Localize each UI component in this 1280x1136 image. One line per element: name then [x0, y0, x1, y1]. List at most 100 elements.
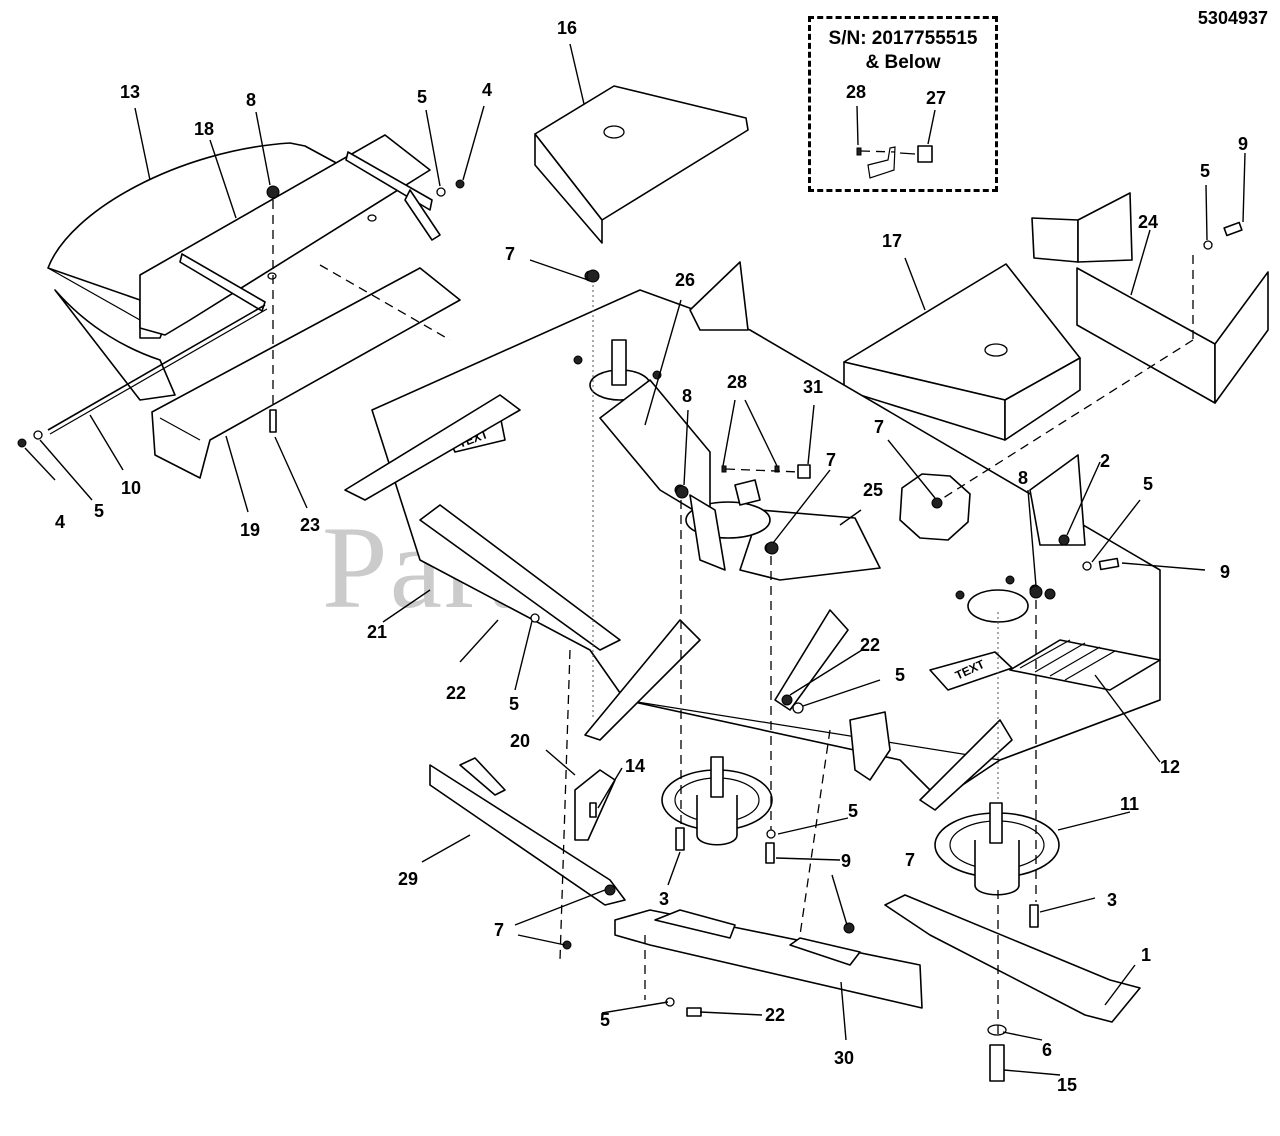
- callout-3-right[interactable]: 3: [1107, 890, 1117, 910]
- callout-5-bottom[interactable]: 5: [600, 1010, 610, 1030]
- callout-7[interactable]: 7: [505, 244, 515, 264]
- callout-26[interactable]: 26: [675, 270, 695, 290]
- callout-8-right[interactable]: 8: [1018, 468, 1028, 488]
- flange-nut-7: [604, 884, 616, 896]
- callout-16[interactable]: 16: [557, 18, 577, 38]
- inset-callout-27[interactable]: 27: [926, 88, 946, 108]
- callout-17[interactable]: 17: [882, 231, 902, 251]
- callout-12[interactable]: 12: [1160, 757, 1180, 777]
- lock-nut-8: [1029, 585, 1043, 599]
- callout-10[interactable]: 10: [121, 478, 141, 498]
- callout-9-top-right[interactable]: 9: [1238, 134, 1248, 154]
- washer-5: [766, 829, 776, 839]
- leader-5-left: [39, 439, 93, 501]
- deflector-body: [151, 267, 461, 479]
- callout-7-lower-right[interactable]: 7: [905, 850, 915, 870]
- leader-29: [421, 834, 471, 863]
- callout-15[interactable]: 15: [1057, 1075, 1077, 1095]
- callout-13[interactable]: 13: [120, 82, 140, 102]
- callout-5-top-right[interactable]: 5: [1200, 161, 1210, 181]
- plate-part-25: [739, 509, 881, 581]
- leader-9-right: [1121, 562, 1206, 571]
- callout-22-left[interactable]: 22: [446, 683, 466, 703]
- baffle30-tab: [654, 909, 736, 939]
- flange-nut-7: [765, 541, 779, 555]
- front-right-arm: [919, 719, 1013, 811]
- callout-9-right[interactable]: 9: [1220, 562, 1230, 582]
- callout-1[interactable]: 1: [1141, 945, 1151, 965]
- leader-7-center: [772, 469, 831, 544]
- callout-11[interactable]: 11: [1120, 794, 1139, 814]
- callout-4[interactable]: 4: [482, 80, 492, 100]
- blade-washer-6: [987, 1024, 1007, 1036]
- leader-28b: [744, 399, 778, 467]
- belt-cover-center-part-17: [843, 263, 1081, 441]
- callout-31[interactable]: 31: [803, 377, 823, 397]
- leader-2: [1066, 461, 1101, 536]
- serial-number-inset: S/N: 2017755515 & Below: [808, 16, 998, 192]
- callout-22-bottom[interactable]: 22: [765, 1005, 785, 1025]
- nut: [573, 355, 583, 365]
- callout-30[interactable]: 30: [834, 1048, 854, 1068]
- callout-2[interactable]: 2: [1100, 451, 1110, 471]
- spindle-shaft: [710, 756, 724, 798]
- cover24-front: [1076, 267, 1216, 404]
- bracket-hole: [267, 272, 277, 280]
- callout-3-center[interactable]: 3: [659, 889, 669, 909]
- spindle-assembly-center: [661, 756, 773, 846]
- bracket-hole: [367, 214, 377, 222]
- callout-22-center[interactable]: 22: [860, 635, 880, 655]
- callout-9-lower[interactable]: 9: [841, 851, 851, 871]
- rod-part-10: [47, 304, 266, 431]
- callout-23[interactable]: 23: [300, 515, 320, 535]
- callout-19[interactable]: 19: [240, 520, 260, 540]
- document-number: 5304937: [1197, 8, 1268, 28]
- assembly-line: [559, 649, 571, 961]
- callout-8[interactable]: 8: [246, 90, 256, 110]
- baffle29-tab: [459, 757, 506, 796]
- shoulder-bolt-22: [781, 694, 793, 706]
- leader-28a: [722, 399, 736, 467]
- leader-12: [1094, 674, 1161, 763]
- leader-inset-28: [856, 105, 859, 146]
- leader-8: [255, 111, 271, 186]
- deck-skirt-line: [624, 699, 1161, 761]
- callout-6[interactable]: 6: [1042, 1040, 1052, 1060]
- callout-5-right[interactable]: 5: [1143, 474, 1153, 494]
- leader-7: [529, 259, 589, 281]
- leader-25: [839, 509, 862, 526]
- callout-18[interactable]: 18: [194, 119, 214, 139]
- inset-callout-28[interactable]: 28: [846, 82, 866, 102]
- callout-5-center[interactable]: 5: [895, 665, 905, 685]
- callout-7-lower-left[interactable]: 7: [494, 920, 504, 940]
- leader-lines: [24, 43, 1246, 1076]
- callout-5-lower[interactable]: 5: [848, 801, 858, 821]
- spindle-assembly-part-11: [934, 802, 1060, 896]
- belt-cover-right-part-24: [1031, 192, 1269, 404]
- inner-clip-assembly: [721, 464, 811, 506]
- callout-24[interactable]: 24: [1138, 212, 1158, 232]
- callout-25[interactable]: 25: [863, 480, 883, 500]
- callout-20[interactable]: 20: [510, 731, 530, 751]
- assembly-lines: [272, 200, 1194, 1040]
- callout-8-center[interactable]: 8: [682, 386, 692, 406]
- deflector-edge: [159, 417, 201, 441]
- callout-7-upper-right[interactable]: 7: [874, 417, 884, 437]
- callout-4-left[interactable]: 4: [55, 512, 65, 532]
- spindle-housing: [696, 795, 738, 846]
- leader-3a: [667, 851, 681, 886]
- callout-5-left-front[interactable]: 5: [509, 694, 519, 714]
- callout-21[interactable]: 21: [367, 622, 387, 642]
- callout-5-left[interactable]: 5: [94, 501, 104, 521]
- nut-4: [17, 438, 27, 448]
- bracket-tab: [404, 189, 441, 241]
- callout-7-center[interactable]: 7: [826, 450, 836, 470]
- callout-5[interactable]: 5: [417, 87, 427, 107]
- front-left-arm: [584, 619, 701, 741]
- baffle-part-26: [599, 379, 711, 521]
- callout-29[interactable]: 29: [398, 869, 418, 889]
- inset-clip-assembly: [856, 105, 936, 179]
- nut: [1005, 575, 1015, 585]
- callout-14[interactable]: 14: [625, 756, 645, 776]
- callout-28[interactable]: 28: [727, 372, 747, 392]
